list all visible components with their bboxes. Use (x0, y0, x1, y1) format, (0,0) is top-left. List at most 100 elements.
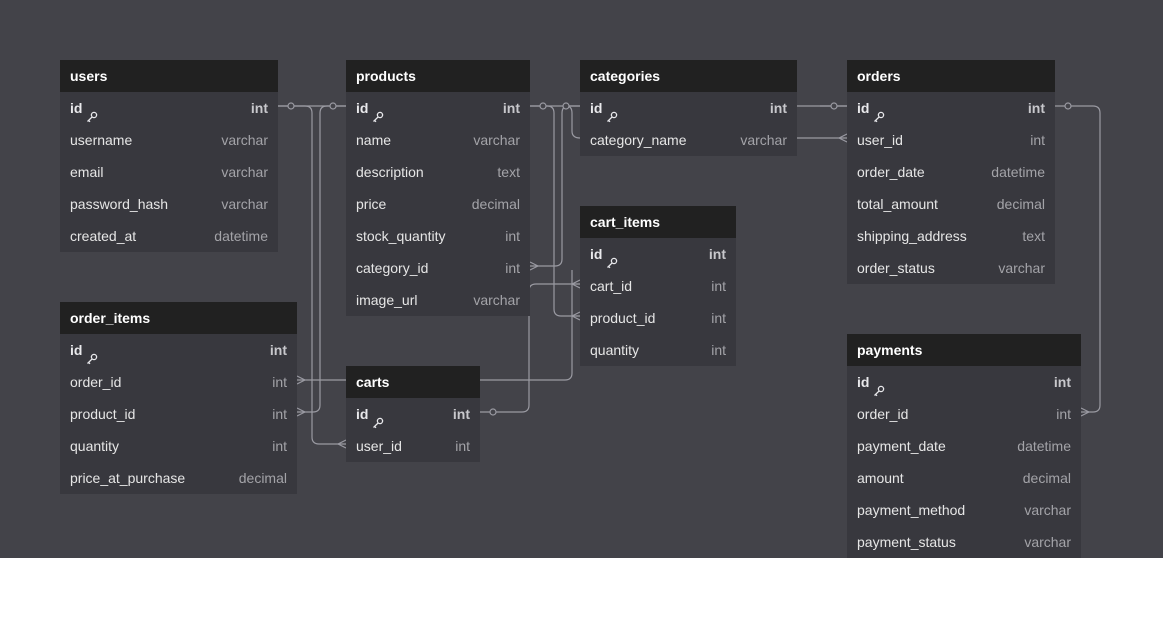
table-users-header[interactable]: users (60, 60, 278, 92)
field-name-text: total_amount (857, 196, 938, 212)
table-products-field-description[interactable]: description text (346, 156, 530, 188)
rel-carts-cart-items[interactable] (480, 283, 580, 413)
field-type: int (708, 246, 726, 262)
field-type: decimal (471, 196, 520, 212)
field-name: product_id (70, 398, 272, 430)
table-categories-header[interactable]: categories (580, 60, 797, 92)
field-name: id (70, 92, 251, 124)
products-id-in-marker (329, 102, 337, 110)
field-name-text: order_status (857, 260, 935, 276)
field-name: order_date (857, 156, 991, 188)
field-name: username (70, 124, 221, 156)
primary-key-icon (606, 248, 618, 269)
primary-key-icon (873, 102, 885, 123)
table-products-header[interactable]: products (346, 60, 530, 92)
primary-key-icon (86, 344, 98, 365)
table-payments-header[interactable]: payments (847, 334, 1081, 366)
users-id-marker (287, 102, 295, 110)
rel-users-carts[interactable] (278, 105, 346, 445)
table-cart-items-field-id[interactable]: id int (580, 238, 736, 270)
field-type: text (497, 164, 520, 180)
field-name: shipping_address (857, 220, 1022, 252)
field-type: int (502, 100, 520, 116)
table-order-items-header[interactable]: order_items (60, 302, 297, 334)
rel-orders-payments[interactable] (1055, 105, 1101, 413)
field-name: order_id (70, 366, 272, 398)
field-name: created_at (70, 220, 214, 252)
field-name: payment_date (857, 430, 1017, 462)
field-name-text: quantity (590, 342, 640, 358)
field-type: decimal (238, 470, 287, 486)
field-name-text: description (356, 164, 424, 180)
table-orders-header[interactable]: orders (847, 60, 1055, 92)
table-cart-items-header[interactable]: cart_items (580, 206, 736, 238)
field-name: price_at_purchase (70, 462, 239, 494)
field-name-text: payment_method (857, 502, 966, 518)
products-category-id-many-marker (529, 261, 539, 271)
field-name-text: username (70, 132, 133, 148)
rel-carts-order-stub[interactable] (480, 270, 573, 381)
field-name-text: amount (857, 470, 904, 486)
cart-items-product-id-many-marker (571, 311, 581, 321)
field-name-text: name (356, 132, 392, 148)
products-id-marker (539, 102, 547, 110)
field-type: int (505, 228, 520, 244)
field-name: id (857, 366, 1054, 398)
field-name-text: order_id (70, 374, 122, 390)
field-type: int (711, 310, 726, 326)
table-users-field-username[interactable]: username varchar (60, 124, 278, 156)
rel-categories-hook[interactable] (565, 105, 581, 139)
field-name-text: image_url (356, 292, 418, 308)
table-carts-header[interactable]: carts (346, 366, 480, 398)
field-name-text: id (590, 246, 603, 262)
field-name-text: cart_id (590, 278, 633, 294)
field-name: total_amount (857, 188, 997, 220)
rel-products-order-items[interactable] (297, 105, 346, 413)
rel-products-cart-items[interactable] (530, 105, 580, 317)
field-name-text: password_hash (70, 196, 169, 212)
field-type: varchar (221, 132, 268, 148)
